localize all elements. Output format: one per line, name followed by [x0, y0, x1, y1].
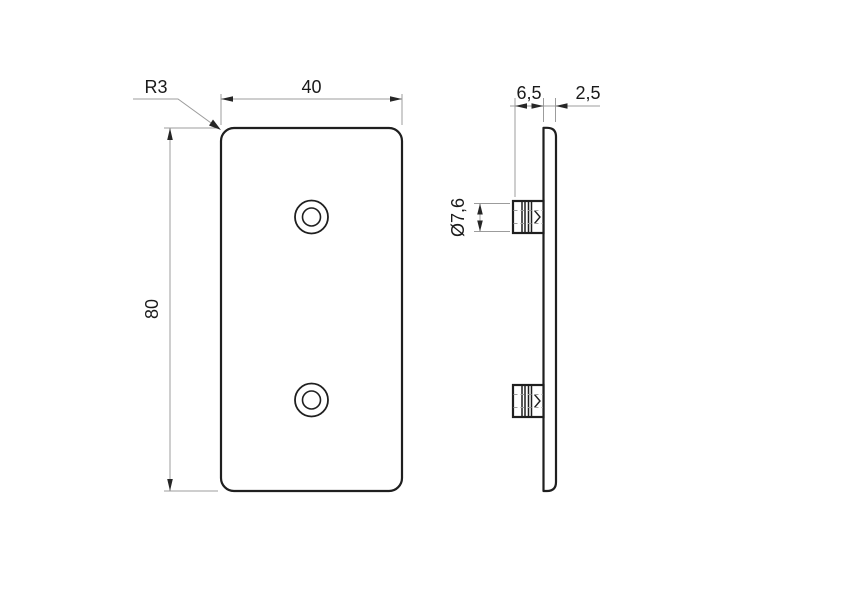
- peg-tip-chevron: [533, 394, 541, 408]
- side-view: [511, 126, 558, 493]
- front-hole-top-inner: [301, 207, 322, 227]
- side-view-plate-outline: [542, 126, 558, 493]
- dim-label-radius: R3: [144, 77, 167, 97]
- leader-arrow: [209, 119, 221, 130]
- side-peg-top: [511, 199, 545, 235]
- peg-tip-chevron: [533, 210, 541, 224]
- front-view-plate-outline: [219, 126, 404, 493]
- dim-peg-diameter: Ø7,6: [448, 198, 510, 237]
- dim-label-peg-length: 6,5: [516, 83, 541, 103]
- dim-label-thickness: 2,5: [575, 83, 600, 103]
- dim-arrow: [167, 479, 173, 491]
- dim-front-width: 40: [220, 77, 403, 125]
- dim-arrow: [390, 96, 402, 102]
- dim-arrow: [531, 103, 544, 109]
- dim-arrow: [221, 96, 233, 102]
- dim-label-peg-dia: Ø7,6: [448, 198, 468, 237]
- dim-arrow: [167, 128, 173, 140]
- dim-label-width: 40: [301, 77, 321, 97]
- dim-arrow: [477, 220, 483, 232]
- dim-corner-radius: R3: [133, 77, 221, 130]
- side-peg-bottom: [511, 383, 545, 419]
- dim-front-height: 80: [142, 127, 218, 492]
- dim-arrow: [555, 103, 568, 109]
- front-view: [219, 126, 404, 493]
- front-hole-bottom-inner: [301, 390, 322, 410]
- dim-arrow: [515, 103, 527, 109]
- front-hole-bottom-outer: [294, 382, 329, 418]
- dim-side-top: 6,5 2,5: [510, 83, 601, 197]
- dim-arrow: [477, 203, 483, 215]
- leader-line: [133, 98, 219, 129]
- dim-label-height: 80: [142, 299, 162, 319]
- front-hole-top-outer: [294, 199, 329, 235]
